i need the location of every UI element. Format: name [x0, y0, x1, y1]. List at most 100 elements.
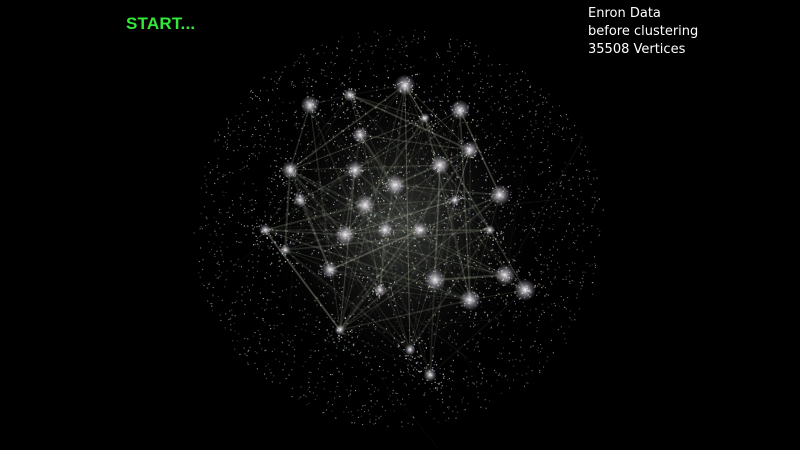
graph-vertex [225, 313, 227, 315]
graph-vertex [327, 354, 329, 356]
graph-vertex [357, 409, 359, 411]
graph-vertex [246, 160, 248, 162]
graph-vertex [410, 335, 412, 337]
graph-vertex [274, 159, 276, 161]
graph-vertex [515, 228, 517, 230]
graph-vertex [330, 231, 332, 233]
graph-vertex [432, 367, 434, 369]
graph-vertex [331, 313, 333, 316]
graph-vertex [431, 128, 433, 130]
graph-vertex [312, 392, 314, 394]
graph-vertex [325, 160, 327, 162]
graph-edge [349, 94, 410, 118]
graph-edge [504, 174, 523, 276]
graph-edge [309, 104, 411, 351]
graph-vertex [214, 183, 216, 185]
graph-vertex [534, 191, 536, 193]
graph-vertex [477, 178, 479, 180]
graph-vertex [485, 180, 487, 182]
graph-vertex [423, 358, 425, 360]
graph-vertex [372, 189, 374, 191]
graph-edge [284, 249, 411, 351]
graph-vertex [316, 204, 318, 206]
graph-vertex [336, 385, 338, 387]
graph-vertex [475, 138, 477, 140]
graph-vertex [256, 107, 258, 109]
graph-vertex [310, 371, 312, 373]
graph-vertex [516, 90, 518, 92]
graph-vertex [457, 78, 459, 80]
graph-vertex [248, 158, 250, 160]
graph-vertex [277, 275, 279, 277]
graph-vertex [216, 250, 218, 252]
graph-vertex [482, 157, 484, 160]
graph-vertex [275, 160, 277, 162]
graph-edge [309, 104, 341, 331]
graph-vertex [278, 220, 281, 222]
graph-vertex [245, 234, 247, 236]
graph-vertex [424, 38, 426, 40]
graph-vertex [279, 270, 281, 272]
graph-vertex [572, 163, 574, 165]
graph-vertex [358, 329, 360, 331]
graph-vertex [364, 192, 366, 194]
graph-vertex [530, 120, 532, 122]
graph-vertex [433, 129, 435, 131]
graph-edge [264, 229, 506, 276]
graph-vertex [411, 356, 414, 358]
graph-vertex [365, 364, 367, 366]
graph-vertex [431, 132, 434, 134]
graph-vertex [271, 241, 273, 244]
graph-vertex [394, 265, 396, 267]
graph-vertex [384, 157, 386, 159]
graph-vertex [435, 113, 438, 116]
graph-edge [329, 169, 356, 271]
graph-vertex [473, 107, 475, 109]
graph-vertex [336, 103, 338, 105]
graph-vertex [385, 220, 387, 222]
graph-vertex [279, 138, 281, 140]
graph-vertex [449, 202, 451, 205]
graph-vertex [281, 333, 283, 335]
graph-vertex [491, 154, 493, 156]
graph-vertex [354, 90, 357, 92]
graph-vertex [321, 266, 323, 268]
graph-vertex [474, 324, 476, 326]
graph-vertex [521, 114, 523, 116]
graph-vertex [449, 47, 451, 49]
graph-vertex [473, 262, 475, 264]
graph-vertex [463, 379, 465, 381]
graph-vertex [469, 42, 471, 44]
graph-edge [359, 134, 422, 256]
graph-vertex [309, 356, 311, 358]
graph-vertex [443, 222, 445, 224]
graph-vertex [270, 219, 272, 221]
graph-vertex [457, 241, 459, 243]
graph-vertex [411, 379, 413, 381]
graph-vertex [322, 294, 324, 296]
graph-vertex [445, 322, 447, 324]
graph-vertex [429, 228, 431, 230]
graph-vertex [336, 344, 338, 346]
graph-vertex [507, 156, 509, 158]
graph-vertex [381, 181, 384, 184]
graph-vertex [224, 174, 226, 176]
graph-edge [489, 229, 526, 291]
graph-vertex [592, 282, 594, 284]
graph-vertex [482, 220, 484, 222]
graph-vertex [367, 125, 369, 127]
graph-vertex [352, 414, 354, 416]
graph-vertex [390, 202, 392, 204]
graph-vertex [360, 273, 362, 275]
graph-vertex [542, 220, 544, 222]
graph-vertex [372, 50, 374, 52]
graph-vertex [233, 322, 235, 324]
graph-vertex [206, 218, 208, 220]
graph-vertex [273, 178, 275, 180]
graph-vertex [274, 136, 276, 138]
graph-vertex [480, 383, 482, 385]
graph-vertex [573, 228, 575, 230]
graph-vertex [243, 183, 245, 185]
graph-vertex [542, 96, 544, 98]
graph-vertex [392, 129, 394, 131]
